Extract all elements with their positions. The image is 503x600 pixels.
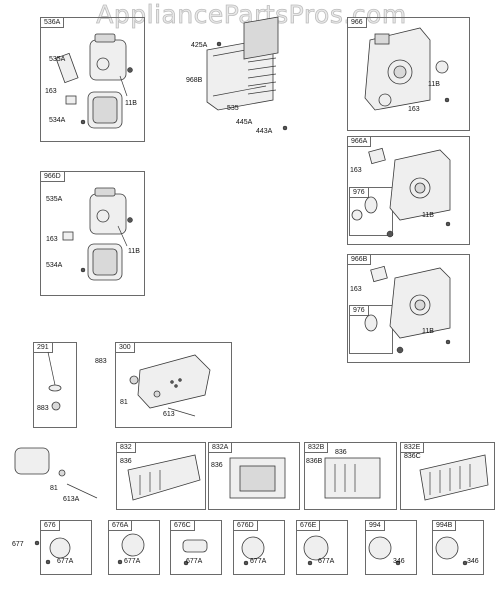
cap-676D bbox=[241, 536, 265, 566]
box-832E: 832E bbox=[400, 442, 495, 510]
label-968B: 968B bbox=[186, 77, 203, 84]
guard-832E bbox=[419, 454, 489, 501]
box-832A: 832A bbox=[208, 442, 300, 510]
air-cleaner-cover-536A bbox=[55, 33, 133, 129]
label-836B: 836B bbox=[306, 458, 323, 465]
label-445A: 445A bbox=[236, 119, 253, 126]
box-676D: 676D bbox=[233, 520, 285, 575]
air-cleaner-cover-966D bbox=[62, 187, 133, 281]
box-966: 966 bbox=[347, 17, 470, 131]
label-534A: 534A bbox=[49, 117, 66, 124]
box-label: 966A bbox=[348, 137, 372, 147]
label-836: 836 bbox=[335, 449, 347, 456]
box-label: 966 bbox=[348, 18, 367, 28]
label-81: 81 bbox=[120, 399, 128, 406]
box-300: 300 bbox=[115, 342, 232, 428]
label-535: 535 bbox=[227, 105, 239, 112]
box-676: 676 bbox=[40, 520, 92, 575]
label-163: 163 bbox=[408, 106, 420, 113]
box-676A: 676A bbox=[108, 520, 160, 575]
label-613: 613 bbox=[163, 411, 175, 418]
box-label: 966D bbox=[41, 172, 65, 182]
cap-676C bbox=[182, 539, 208, 566]
box-label: 291 bbox=[34, 343, 53, 353]
label-11B: 11B bbox=[422, 328, 434, 335]
box-label: 300 bbox=[116, 343, 135, 353]
box-label: 994 bbox=[366, 521, 385, 531]
guard-832B bbox=[324, 457, 381, 499]
label-443A: 443A bbox=[256, 128, 273, 135]
label-677A: 677A bbox=[250, 558, 267, 565]
box-label: 536A bbox=[41, 18, 65, 28]
label-677: 677 bbox=[12, 541, 24, 548]
box-966A: 966A bbox=[347, 136, 470, 245]
label-613A: 613A bbox=[63, 496, 80, 503]
label-883: 883 bbox=[37, 405, 49, 412]
label-11B: 11B bbox=[125, 100, 137, 107]
label-163: 163 bbox=[350, 286, 362, 293]
cap-676 bbox=[34, 537, 71, 565]
box-994: 994 bbox=[365, 520, 417, 575]
box-676E: 676E bbox=[296, 520, 348, 575]
guard-832A bbox=[229, 457, 286, 499]
cap-676E bbox=[303, 535, 329, 566]
box-label: 832B bbox=[305, 443, 329, 453]
label-346: 346 bbox=[467, 558, 479, 565]
box-966B: 966B bbox=[347, 254, 470, 363]
base-966 bbox=[364, 27, 450, 111]
muffler-300 bbox=[129, 354, 211, 417]
label-163: 163 bbox=[45, 88, 57, 95]
box-label: 676E bbox=[297, 521, 321, 531]
label-11B: 11B bbox=[422, 212, 434, 219]
label-535A: 535A bbox=[49, 56, 66, 63]
box-832B: 832B bbox=[304, 442, 397, 510]
box-label: 994B bbox=[433, 521, 457, 531]
cap-994B bbox=[435, 536, 468, 566]
label-836C: 836C bbox=[404, 453, 421, 460]
box-label: 676C bbox=[171, 521, 195, 531]
label-346: 346 bbox=[393, 558, 405, 565]
box-676C: 676C bbox=[170, 520, 222, 575]
base-966A bbox=[351, 147, 451, 238]
box-536A: 536A bbox=[40, 17, 145, 142]
cap-676A bbox=[117, 533, 145, 565]
label-425A: 425A bbox=[191, 42, 208, 49]
box-label: 832A bbox=[209, 443, 233, 453]
box-label: 676A bbox=[109, 521, 133, 531]
label-534A: 534A bbox=[46, 262, 63, 269]
label-535A: 535A bbox=[46, 196, 63, 203]
label-677A: 677A bbox=[57, 558, 74, 565]
label-11B: 11B bbox=[128, 248, 140, 255]
label-81: 81 bbox=[50, 485, 58, 492]
box-832: 832 bbox=[116, 442, 206, 510]
box-label: 976 bbox=[350, 306, 369, 316]
spark-arrestor-291 bbox=[47, 351, 62, 411]
box-label: 832E bbox=[401, 443, 425, 453]
label-11B: 11B bbox=[428, 81, 440, 88]
box-label: 832 bbox=[117, 443, 136, 453]
cap-994 bbox=[368, 536, 401, 566]
muffler-613A bbox=[14, 447, 98, 499]
label-677A: 677A bbox=[124, 558, 141, 565]
label-883: 883 bbox=[95, 358, 107, 365]
filter-housing-968B bbox=[206, 16, 288, 131]
box-label: 976 bbox=[350, 188, 369, 198]
box-label: 676D bbox=[234, 521, 258, 531]
box-994B: 994B bbox=[432, 520, 484, 575]
box-966D: 966D bbox=[40, 171, 145, 296]
box-291: 291 bbox=[33, 342, 77, 428]
label-163: 163 bbox=[350, 167, 362, 174]
base-966B bbox=[364, 265, 451, 354]
label-836: 836 bbox=[211, 462, 223, 469]
label-163: 163 bbox=[46, 236, 58, 243]
box-label: 966B bbox=[348, 255, 372, 265]
box-label: 676 bbox=[41, 521, 60, 531]
label-677A: 677A bbox=[186, 558, 203, 565]
label-836: 836 bbox=[120, 458, 132, 465]
guard-832 bbox=[127, 454, 201, 501]
label-677A: 677A bbox=[318, 558, 335, 565]
